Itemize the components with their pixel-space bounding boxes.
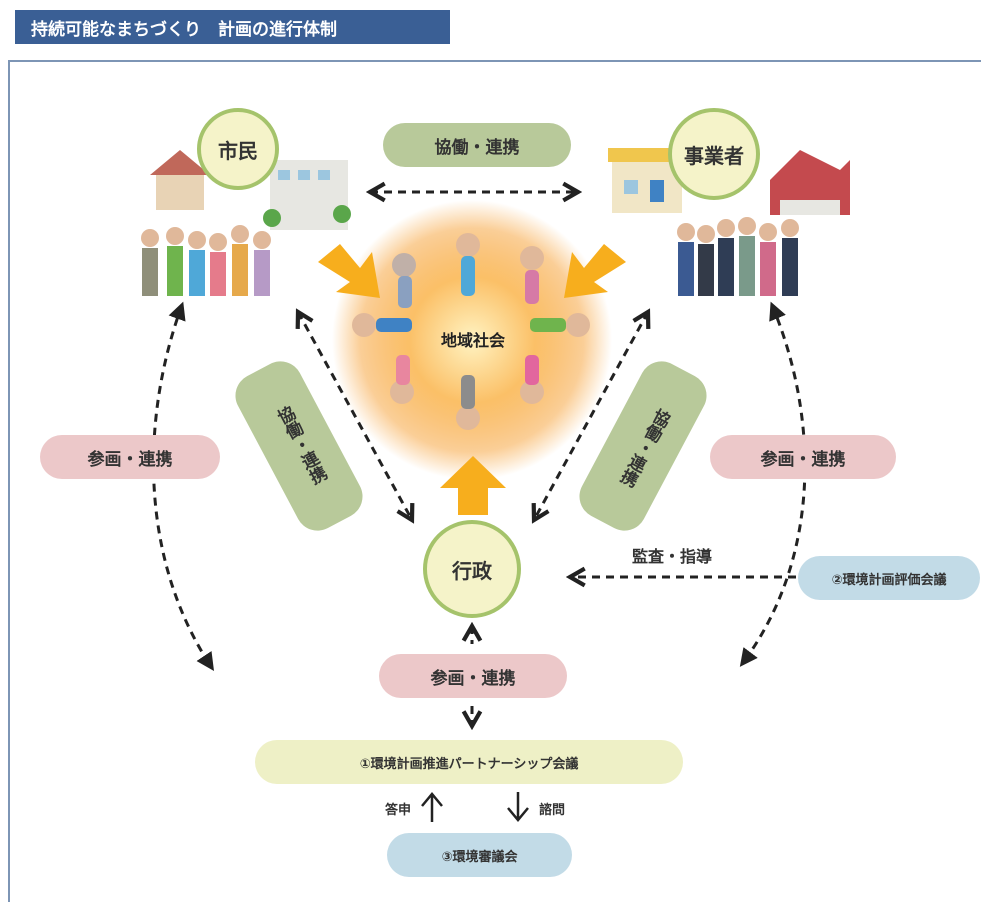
committee-council: ③環境審議会	[387, 833, 572, 877]
connector-citizen-partnership	[152, 301, 214, 671]
node-business-label: 事業者	[684, 143, 744, 168]
citizen-illustration	[141, 150, 351, 296]
page-title: 持続可能なまちづくり 計画の進行体制	[15, 10, 450, 44]
node-citizen: 市民	[197, 108, 279, 190]
link-bottom-participation: 参画・連携	[379, 654, 567, 698]
link-right-participation: 参画・連携	[710, 435, 896, 479]
connector-business-partnership	[739, 301, 807, 667]
node-community-label: 地域社会	[440, 331, 505, 350]
node-government: 行政	[423, 520, 521, 618]
arrow-from-business	[564, 244, 626, 298]
consult-arrow-icon	[507, 792, 529, 822]
link-consult: 諮問	[538, 802, 565, 818]
orange-arrows	[318, 244, 626, 515]
reply-arrow-icon	[421, 792, 443, 822]
link-right-collab-label: 協働・連携	[615, 404, 673, 489]
link-left-collab-label: 協働・連携	[271, 403, 329, 488]
link-left-participation: 参画・連携	[40, 435, 220, 479]
arrow-from-citizen	[318, 244, 380, 298]
link-top-collab: 協働・連携	[383, 123, 571, 167]
committee-evaluation: ②環境計画評価会議	[798, 556, 980, 600]
diagram-frame	[8, 60, 981, 902]
business-illustration	[608, 148, 850, 296]
node-government-label: 行政	[452, 558, 492, 583]
connector-citizen-government	[298, 312, 412, 520]
arrow-from-government	[440, 456, 506, 515]
link-reply: 答申	[384, 802, 411, 818]
committee-partnership: ①環境計画推進パートナーシップ会議	[255, 740, 683, 784]
node-business: 事業者	[668, 108, 760, 200]
node-citizen-label: 市民	[218, 138, 258, 163]
connector-business-government	[534, 312, 648, 520]
link-audit: 監査・指導	[631, 547, 712, 566]
